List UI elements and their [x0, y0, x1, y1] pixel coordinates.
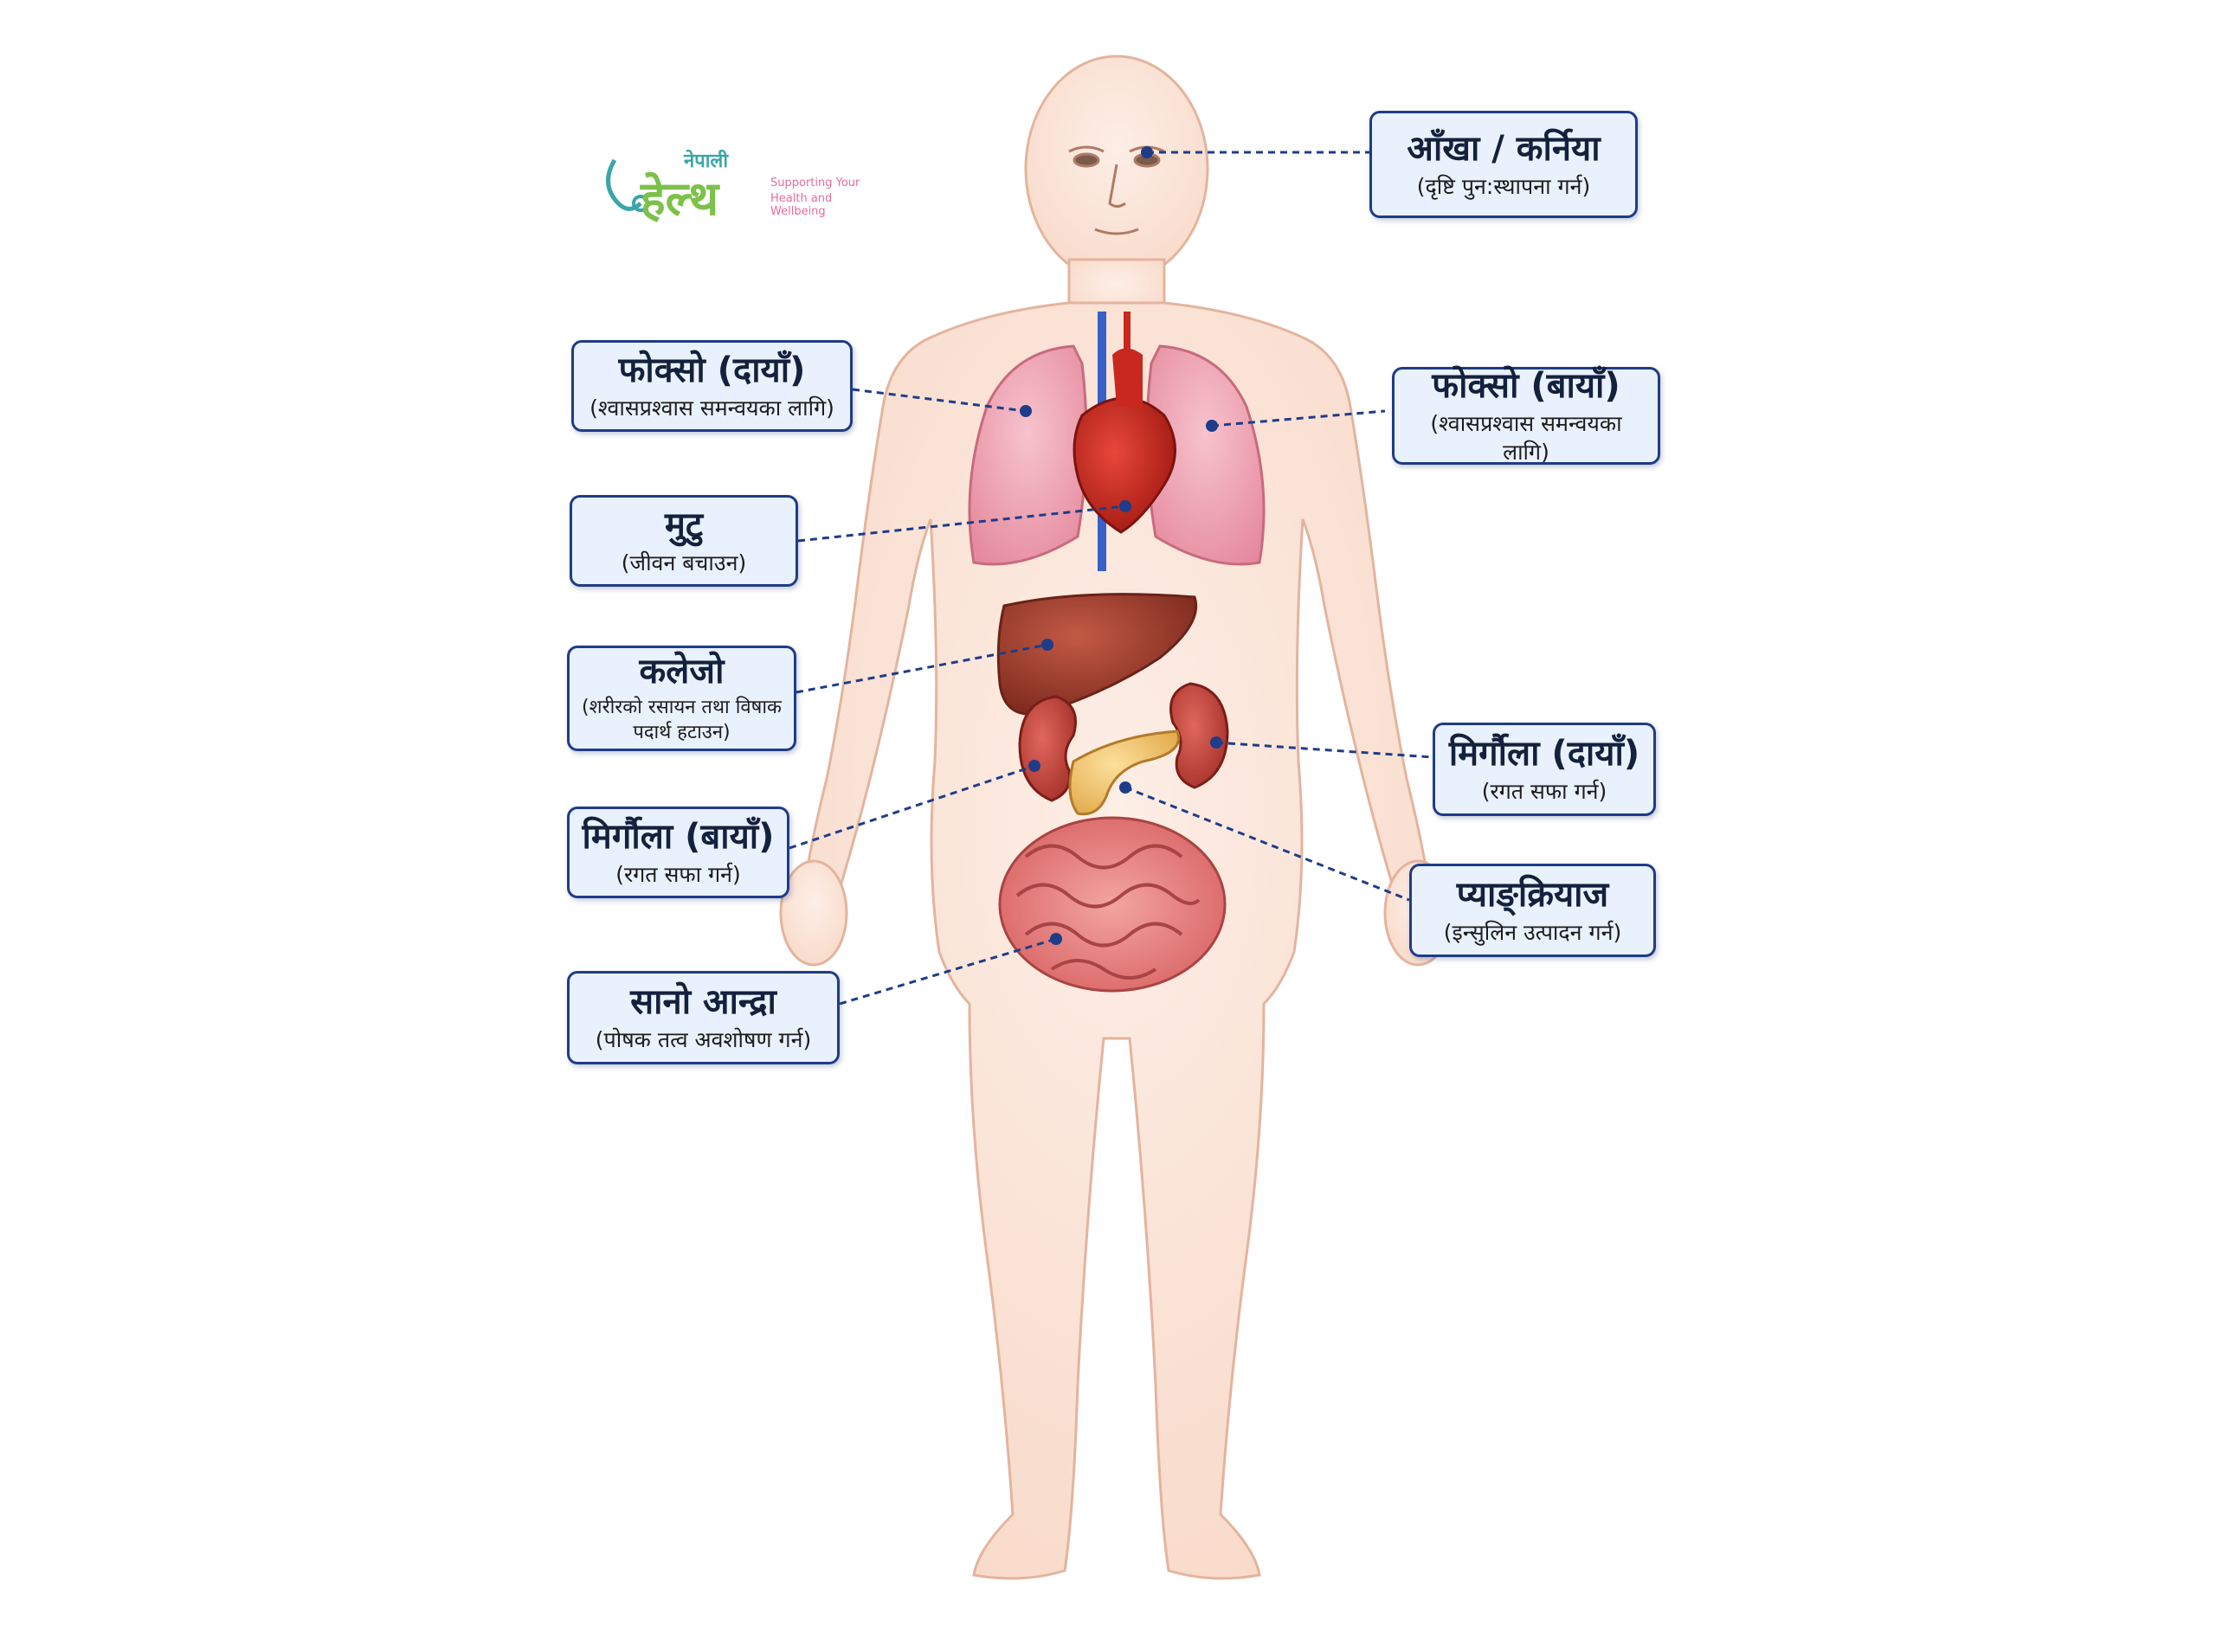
- brand-tagline-line1: Supporting Your: [770, 177, 860, 190]
- label-pancreas: प्याङ्क्रियाज (इन्सुलिन उत्पादन गर्न): [1409, 864, 1656, 957]
- leader-liver: [796, 643, 1048, 694]
- brand-tagline-line2: Health and Wellbeing: [770, 192, 833, 218]
- label-lung-right-title: फोक्सो (दायाँ): [618, 350, 806, 390]
- label-lung-left-title: फोक्सो (बायाँ): [1432, 366, 1620, 406]
- kidneys: [1018, 682, 1229, 802]
- label-eye-subtitle: (दृष्टि पुन:स्थापना गर्न): [1416, 173, 1591, 199]
- brand-main-word: हेल्थ: [641, 171, 719, 226]
- label-liver-subtitle-line1: (शरीरको रसायन तथा विषाक: [582, 697, 782, 719]
- heart: [1073, 348, 1176, 534]
- eye-right: [1073, 152, 1100, 168]
- leader-pancreas: [1124, 786, 1410, 902]
- brand-small-word: नेपाली: [684, 151, 729, 172]
- brand-logo: नेपाली हेल्थ Supporting Your Health and …: [597, 147, 874, 226]
- label-liver: कलेजो (शरीरको रसायन तथा विषाक पदार्थ हटा…: [567, 646, 796, 751]
- liver: [996, 593, 1198, 717]
- leader-intestine: [839, 937, 1057, 1006]
- lungs: [968, 344, 1266, 566]
- label-kidney-left-subtitle: (रगत सफा गर्न): [615, 861, 741, 887]
- kidney-right-organ: [1018, 695, 1077, 802]
- small-intestine: [998, 816, 1227, 993]
- leader-lung-left: [1211, 409, 1386, 427]
- left-hand: [779, 859, 848, 967]
- stethoscope-icon: [606, 158, 649, 212]
- label-kidney-left: मिर्गौला (बायाँ) (रगत सफा गर्न): [567, 807, 789, 898]
- label-lung-left: फोक्सो (बायाँ) (श्वासप्रश्वास समन्वयका ल…: [1392, 366, 1660, 465]
- label-eye-title: आँखा / कर्निया: [1407, 128, 1601, 169]
- label-small-intestine-title: सानो आन्द्रा: [630, 981, 776, 1022]
- label-small-intestine: सानो आन्द्रा (पोषक तत्व अवशोषण गर्न): [567, 971, 840, 1064]
- label-kidney-right-subtitle: (रगत सफा गर्न): [1481, 778, 1607, 804]
- label-heart-subtitle: (जीवन बचाउन): [621, 550, 747, 575]
- leader-lines: [789, 151, 1433, 1006]
- leader-kidney-left: [789, 764, 1035, 850]
- label-heart-title: मुटु: [664, 505, 704, 545]
- face: [1068, 145, 1165, 235]
- label-pancreas-title: प्याङ्क्रियाज: [1456, 874, 1609, 915]
- pancreas: [1068, 730, 1180, 816]
- label-heart: मुटु (जीवन बचाउन): [570, 495, 798, 587]
- leader-lung-right: [852, 388, 1027, 413]
- label-kidney-right: मिर्गौला (दायाँ) (रगत सफा गर्न): [1433, 723, 1656, 816]
- label-lung-right-subtitle: (श्वासप्रश्वास समन्वयका लागि): [589, 395, 834, 421]
- label-eye: आँखा / कर्निया (दृष्टि पुन:स्थापना गर्न): [1369, 111, 1638, 218]
- label-liver-title: कलेजो: [639, 652, 725, 692]
- label-small-intestine-subtitle: (पोषक तत्व अवशोषण गर्न): [595, 1026, 812, 1052]
- label-kidney-right-title: मिर्गौला (दायाँ): [1448, 733, 1640, 774]
- label-lung-right: फोक्सो (दायाँ) (श्वासप्रश्वास समन्वयका ल…: [571, 340, 853, 432]
- kidney-left-organ: [1169, 682, 1229, 789]
- leader-heart: [797, 505, 1126, 543]
- label-kidney-left-title: मिर्गौला (बायाँ): [582, 816, 775, 857]
- label-lung-left-subtitle: (श्वासप्रश्वास समन्वयका लागि): [1430, 411, 1622, 465]
- leader-dots: [1020, 146, 1222, 945]
- label-liver-subtitle-line2: पदार्थ हटाउन): [633, 722, 731, 743]
- label-pancreas-subtitle: (इन्सुलिन उत्पादन गर्न): [1443, 919, 1622, 945]
